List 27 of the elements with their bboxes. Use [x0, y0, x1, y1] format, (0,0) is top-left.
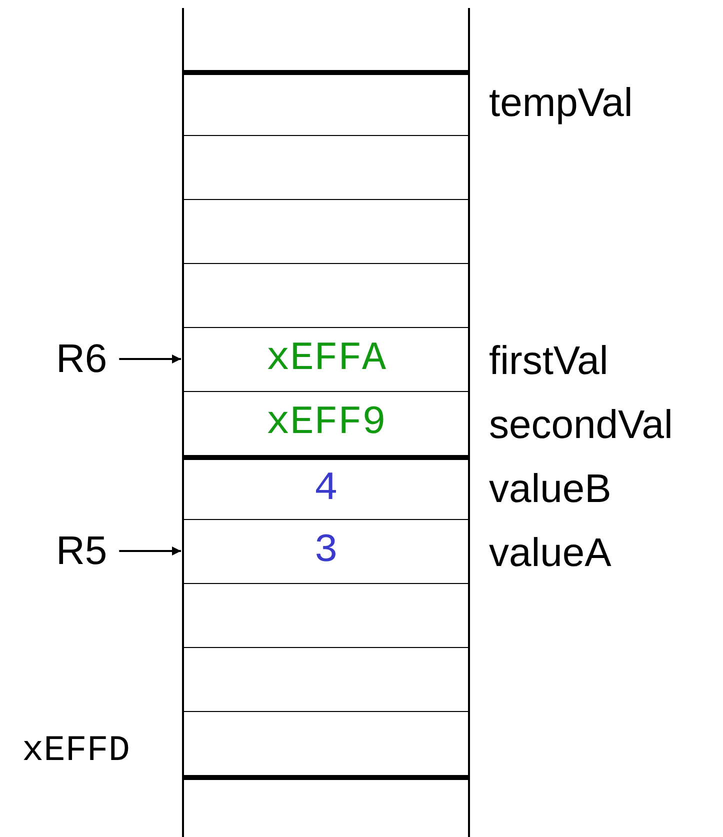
cell-value: 4: [314, 470, 338, 510]
variable-label: valueA: [489, 533, 612, 573]
memory-cell: [182, 327, 470, 391]
variable-label: tempVal: [489, 82, 633, 122]
memory-cell: [182, 8, 470, 70]
arrow: [119, 546, 181, 556]
cell-value: 3: [314, 532, 338, 572]
register-label: R5: [56, 528, 108, 574]
memory-cell: [182, 70, 470, 135]
memory-cell: [182, 455, 470, 519]
memory-cell: [182, 135, 470, 199]
cell-value: xEFF9: [266, 404, 386, 444]
memory-cell: [182, 391, 470, 455]
memory-cell: [182, 775, 470, 837]
address-label: xEFFD: [22, 733, 130, 769]
memory-cell: [182, 711, 470, 775]
variable-label: secondVal: [489, 405, 673, 445]
cell-value: xEFFA: [266, 340, 386, 380]
memory-cell: [182, 263, 470, 327]
register-label: R6: [56, 336, 108, 382]
memory-cell: [182, 519, 470, 583]
arrow: [119, 354, 181, 364]
memory-cell: [182, 647, 470, 711]
variable-label: valueB: [489, 469, 612, 509]
variable-label: firstVal: [489, 341, 608, 381]
memory-cell: [182, 583, 470, 647]
memory-cell: [182, 199, 470, 263]
